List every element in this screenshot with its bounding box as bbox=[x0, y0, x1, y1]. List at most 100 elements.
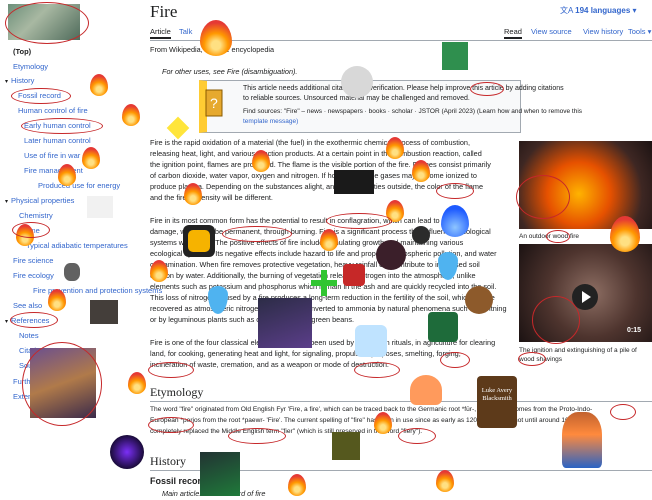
toc-physical-properties[interactable]: ▾Physical properties bbox=[5, 196, 75, 205]
toc-fire-management[interactable]: Fire management bbox=[24, 166, 83, 175]
notice-line-2: to reliable sources. Unsourced material … bbox=[243, 95, 470, 102]
tab-article[interactable]: Article bbox=[150, 27, 171, 39]
blacksmith-sign-text: Luke Avery Blacksmith bbox=[481, 387, 513, 402]
toc-fire-prevention[interactable]: Fire prevention and protection systems bbox=[33, 286, 163, 295]
notice-line-3[interactable]: Find sources: "Fire" – news · newspapers… bbox=[243, 108, 583, 115]
water-drop-icon bbox=[208, 286, 228, 314]
fist-icon-inner bbox=[188, 230, 210, 252]
fossil-record-heading: Fossil record bbox=[150, 476, 207, 486]
fire-emoji-icon bbox=[412, 160, 430, 182]
cartoon-character-sticker bbox=[562, 412, 602, 468]
divider bbox=[150, 470, 652, 471]
fire-emoji-icon bbox=[252, 150, 270, 172]
tab-talk[interactable]: Talk bbox=[179, 27, 193, 36]
fire-emoji-icon bbox=[128, 372, 146, 394]
toc-human-control[interactable]: Human control of fire bbox=[18, 106, 88, 115]
dark-orb-icon bbox=[376, 240, 406, 270]
annotation-circle bbox=[440, 352, 470, 368]
annotation-circle bbox=[354, 362, 400, 378]
skull-icon bbox=[412, 226, 430, 244]
toc-produced-energy[interactable]: Produced use for energy bbox=[38, 181, 121, 190]
annotation-circle bbox=[546, 230, 570, 243]
light-blue-badge-icon bbox=[355, 325, 387, 357]
fire-emoji-icon bbox=[184, 183, 202, 205]
annotation-circle bbox=[148, 417, 194, 433]
keyboard-sticker bbox=[334, 170, 374, 194]
toc-etymology[interactable]: Etymology bbox=[13, 62, 49, 71]
chevron-down-icon[interactable]: ▾ bbox=[5, 199, 9, 205]
annotation-circle bbox=[228, 428, 286, 444]
fire-emoji-icon bbox=[386, 200, 404, 222]
toc-top[interactable]: (Top) bbox=[13, 47, 32, 56]
annotation-circle bbox=[5, 2, 89, 44]
annotation-circle bbox=[12, 222, 50, 238]
annotation-circle bbox=[10, 312, 58, 328]
page-tabs: Article Talk Read View source View histo… bbox=[150, 26, 652, 40]
fire-emoji-icon bbox=[288, 474, 306, 496]
tools-menu[interactable]: Tools ▾ bbox=[628, 27, 652, 36]
water-drop-icon bbox=[438, 252, 458, 280]
question-book-icon: ? bbox=[205, 89, 223, 117]
annotation-circle bbox=[148, 362, 194, 378]
tab-view-history[interactable]: View history bbox=[583, 27, 624, 36]
dark-image-sticker bbox=[90, 300, 118, 324]
annotation-circle bbox=[326, 213, 392, 229]
etymology-line-2: European *perjos from the root *paewr- '… bbox=[150, 417, 594, 424]
tab-read[interactable]: Read bbox=[504, 27, 522, 39]
fire-emoji-icon bbox=[386, 137, 404, 159]
etymology-heading: Etymology bbox=[150, 385, 204, 399]
fire-emoji-icon bbox=[58, 164, 76, 186]
fire-emoji-icon bbox=[82, 147, 100, 169]
yellow-figure-sticker bbox=[332, 432, 360, 460]
divider bbox=[150, 401, 652, 402]
notice-line-4[interactable]: template message) bbox=[243, 118, 299, 125]
chevron-down-icon[interactable]: ▾ bbox=[5, 79, 9, 85]
fire-emoji-icon bbox=[122, 104, 140, 126]
blacksmith-sign-sticker bbox=[477, 376, 517, 428]
fire-emoji-icon bbox=[320, 229, 338, 251]
toc-fire-science[interactable]: Fire science bbox=[13, 256, 54, 265]
toc-later-human-control[interactable]: Later human control bbox=[24, 136, 91, 145]
toc-see-also[interactable]: See also bbox=[13, 301, 43, 310]
game-character-sticker bbox=[258, 298, 312, 348]
toc-use-in-war[interactable]: Use of fire in war bbox=[24, 151, 81, 160]
shield-icon bbox=[64, 263, 80, 281]
language-icon: 文A bbox=[560, 6, 576, 15]
chevron-down-icon: ▾ bbox=[630, 6, 637, 15]
plus-icon bbox=[311, 270, 337, 296]
annotation-circle bbox=[470, 82, 504, 96]
toc-adiabatic[interactable]: Typical adiabatic temperatures bbox=[26, 241, 128, 250]
toc-chemistry[interactable]: Chemistry bbox=[19, 211, 53, 220]
toc-notes[interactable]: Notes bbox=[19, 331, 39, 340]
explosion-icon bbox=[410, 375, 442, 405]
fire-emoji-icon bbox=[48, 289, 66, 311]
fire-emoji-icon bbox=[90, 74, 108, 96]
annotation-circle bbox=[516, 175, 570, 219]
gray-circle-icon bbox=[341, 66, 373, 98]
fire-emoji-icon bbox=[374, 412, 392, 434]
red-badge-icon bbox=[343, 264, 365, 286]
video-duration: 0:15 bbox=[627, 327, 642, 334]
chevron-down-icon[interactable]: ▾ bbox=[5, 319, 9, 325]
cartoon-sticker bbox=[87, 196, 113, 218]
toc-fire-ecology[interactable]: Fire ecology bbox=[13, 271, 54, 280]
divider bbox=[150, 40, 652, 41]
history-heading: History bbox=[150, 454, 186, 468]
annotation-circle bbox=[22, 342, 102, 426]
annotation-circle bbox=[610, 404, 636, 420]
hatnote[interactable]: For other uses, see Fire (disambiguation… bbox=[162, 67, 298, 76]
annotation-circle bbox=[436, 183, 474, 199]
fire-emoji-icon bbox=[436, 470, 454, 492]
tab-view-source[interactable]: View source bbox=[531, 27, 572, 36]
language-button[interactable]: 文A 194 languages ▾ bbox=[560, 6, 637, 15]
annotation-circle bbox=[21, 118, 103, 134]
annotation-circle bbox=[518, 352, 546, 366]
fire-emoji-icon bbox=[200, 20, 232, 56]
sparkle-icon bbox=[166, 116, 190, 140]
annotation-circle bbox=[222, 226, 292, 242]
play-button[interactable] bbox=[572, 284, 598, 310]
etymology-line-3: completely replaced the Middle English t… bbox=[150, 428, 423, 435]
etymology-line-1: The word "fire" originated from Old Engl… bbox=[150, 406, 593, 413]
toc-history[interactable]: ▾History bbox=[5, 76, 35, 85]
blue-flame-icon bbox=[441, 205, 469, 237]
